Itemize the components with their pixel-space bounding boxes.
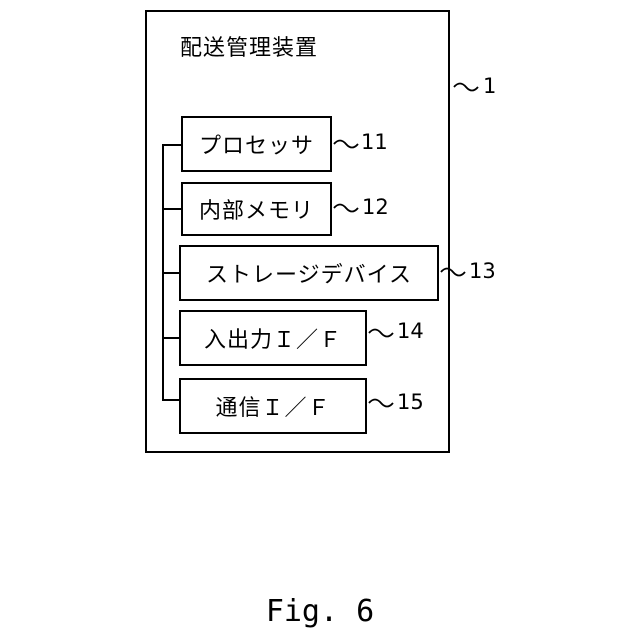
storage-device-ref-label: 13 [469, 259, 496, 283]
figure-caption: Fig. 6 [0, 594, 640, 629]
device-ref-label: 1 [483, 74, 496, 98]
processor-box: プロセッサ [181, 116, 332, 172]
io-interface-box: 入出力Ｉ／Ｆ [179, 310, 367, 366]
communication-interface-ref-label: 15 [397, 390, 424, 414]
io-interface-ref-label: 14 [397, 319, 424, 343]
communication-interface-box: 通信Ｉ／Ｆ [179, 378, 367, 434]
internal-memory-box: 内部メモリ [181, 182, 332, 236]
leader-1 [454, 84, 478, 91]
storage-device-box: ストレージデバイス [179, 245, 439, 301]
processor-ref-label: 11 [361, 130, 388, 154]
internal-memory-ref-label: 12 [362, 195, 389, 219]
device-title: 配送管理装置 [180, 30, 318, 62]
